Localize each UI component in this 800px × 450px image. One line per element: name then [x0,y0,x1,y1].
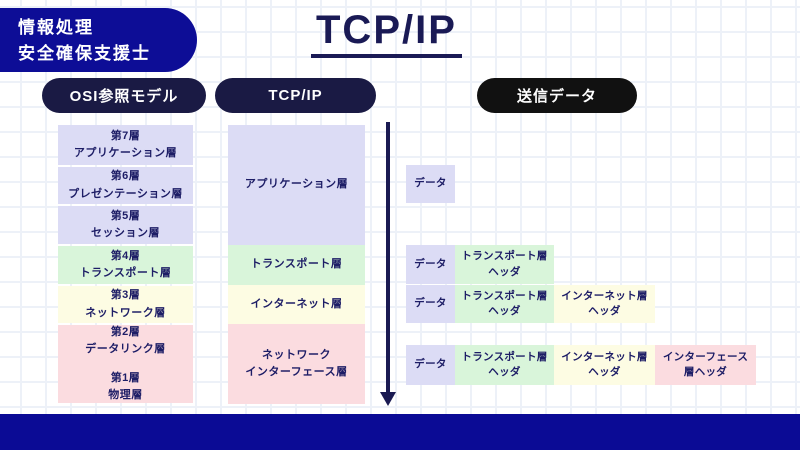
osi-layers-2-1: 第2層 データリンク層 第1層 物理層 [58,325,193,403]
internet-header-line2: ヘッダ [588,305,621,317]
osi-layer-4-number: 第4層 [110,249,141,262]
osi-layer-5: 第5層 セッション層 [58,206,193,244]
encapsulation-flow-arrow [380,122,396,406]
osi-layer-1-name: 物理層 [108,388,143,401]
transport-header-line1: トランスポート層 [461,250,548,263]
send-row-transport: データ トランスポート層 ヘッダ [406,245,554,284]
transport-header-cell: トランスポート層 ヘッダ [455,345,554,385]
data-cell-label: データ [414,257,447,270]
data-cell-label: データ [414,297,447,310]
internet-header-line2: ヘッダ [588,366,621,378]
arrow-down-icon [380,392,396,406]
data-cell: データ [406,285,455,323]
osi-layer-1: 第1層 物理層 [108,370,143,404]
data-cell-label: データ [414,177,447,190]
data-cell-label: データ [414,358,447,371]
osi-layer-4: 第4層 トランスポート層 [58,246,193,284]
tcpip-model-column: アプリケーション層 トランスポート層 インターネット層 ネットワーク インターフ… [228,125,365,404]
tcpip-layer-transport: トランスポート層 [228,245,365,285]
tcpip-layer-internet: インターネット層 [228,285,365,324]
osi-layer-3-number: 第3層 [110,289,141,302]
osi-model-column: 第7層 アプリケーション層 第6層 プレゼンテーション層 第5層 セッション層 … [58,125,193,403]
internet-header-cell: インターネット層 ヘッダ [554,285,655,323]
tcpip-layer-internet-name: インターネット層 [250,297,343,310]
transport-header-line2: ヘッダ [488,305,521,317]
badge-line-2: 安全確保支援士 [18,43,151,63]
transport-header-line2: ヘッダ [488,265,521,278]
tcpip-layer-application-name: アプリケーション層 [244,178,349,191]
send-row-network-interface: データ トランスポート層 ヘッダ インターネット層 ヘッダ インターフェース 層… [406,345,756,385]
tcpip-layer-network-interface-name-line1: ネットワーク [262,348,331,361]
arrow-line [386,122,390,392]
data-cell: データ [406,345,455,385]
data-cell: データ [406,245,455,284]
tcpip-layer-application: アプリケーション層 [228,125,365,245]
internet-header-line1: インターネット層 [561,289,648,302]
column-header-send-data: 送信データ [477,78,637,113]
tcpip-layer-network-interface: ネットワーク インターフェース層 [228,324,365,404]
interface-header-line1: インターフェース [662,350,749,363]
send-row-application: データ [406,165,455,203]
osi-layer-3-name: ネットワーク層 [85,306,166,319]
transport-header-line1: トランスポート層 [461,289,548,302]
osi-layer-6-name: プレゼンテーション層 [68,187,183,200]
send-row-internet: データ トランスポート層 ヘッダ インターネット層 ヘッダ [406,285,655,323]
tcpip-layer-transport-name: トランスポート層 [250,258,343,271]
osi-layer-4-name: トランスポート層 [79,267,172,279]
osi-layer-6: 第6層 プレゼンテーション層 [58,167,193,204]
osi-layer-3: 第3層 ネットワーク層 [58,286,193,323]
certification-badge: 情報処理 安全確保支援士 [0,8,197,72]
osi-layer-7-number: 第7層 [110,129,141,142]
interface-header-cell: インターフェース 層ヘッダ [655,345,756,385]
tcpip-layer-network-interface-name-line2: インターフェース層 [245,366,348,378]
osi-layer-1-number: 第1層 [110,371,141,384]
internet-header-cell: インターネット層 ヘッダ [554,345,655,385]
osi-layer-5-number: 第5層 [110,209,141,222]
osi-layer-7: 第7層 アプリケーション層 [58,125,193,165]
osi-layer-5-name: セッション層 [91,227,160,239]
interface-header-line2: 層ヘッダ [683,366,728,378]
osi-layer-2-name: データリンク層 [85,343,166,356]
badge-line-1: 情報処理 [18,18,94,37]
transport-header-line1: トランスポート層 [461,350,548,363]
data-cell: データ [406,165,455,203]
column-header-osi: OSI参照モデル [42,78,206,113]
osi-layer-2-number: 第2層 [110,326,141,339]
transport-header-cell: トランスポート層 ヘッダ [455,245,554,284]
transport-header-cell: トランスポート層 ヘッダ [455,285,554,323]
column-header-tcpip: TCP/IP [215,78,376,113]
osi-layer-6-number: 第6層 [110,170,141,183]
footer-bar [0,414,800,450]
transport-header-line2: ヘッダ [488,366,521,378]
osi-layer-7-name: アプリケーション層 [73,147,178,159]
osi-layer-2: 第2層 データリンク層 [85,324,166,358]
page-title: TCP/IP [311,8,462,58]
internet-header-line1: インターネット層 [561,350,648,363]
